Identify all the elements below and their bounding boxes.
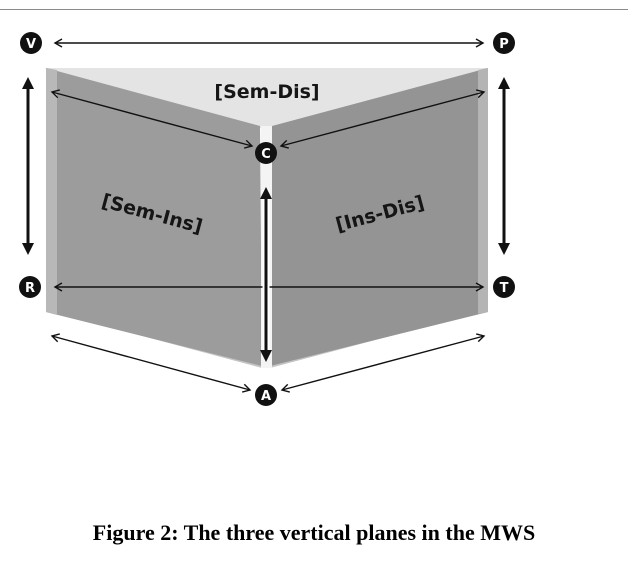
mws-planes-diagram: [Sem-Dis] [Sem-Ins] [Ins-Dis] V P C R T … bbox=[19, 32, 515, 406]
arrow-right-a bbox=[280, 333, 486, 393]
arrow-right-c bbox=[279, 89, 486, 149]
svg-text:T: T bbox=[500, 281, 509, 296]
arrow-left-a bbox=[50, 333, 252, 393]
node-c: C bbox=[255, 142, 277, 164]
figure-caption: Figure 2: The three vertical planes in t… bbox=[92, 520, 536, 545]
svg-text:A: A bbox=[261, 389, 271, 404]
node-a: A bbox=[255, 384, 277, 406]
node-v: V bbox=[20, 32, 42, 54]
top-rule bbox=[0, 9, 628, 10]
node-t: T bbox=[493, 276, 515, 298]
svg-text:V: V bbox=[26, 37, 36, 52]
svg-text:C: C bbox=[261, 147, 271, 162]
node-p: P bbox=[493, 32, 515, 54]
plane-sem-dis bbox=[45, 68, 488, 128]
svg-text:P: P bbox=[499, 37, 509, 52]
node-r: R bbox=[19, 276, 41, 298]
svg-text:R: R bbox=[25, 281, 35, 296]
arrow-left-c bbox=[50, 89, 254, 149]
plane-label-top: [Sem-Dis] bbox=[214, 81, 319, 103]
